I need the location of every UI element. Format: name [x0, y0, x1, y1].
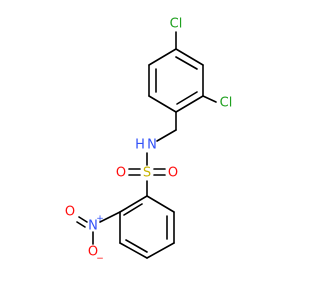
bond [99, 211, 121, 223]
bond [125, 239, 148, 253]
bond [146, 242, 175, 259]
bond [146, 195, 175, 213]
amine-hydrogen-atom: H [135, 138, 145, 153]
nitro-oxygen-charge: − [96, 254, 104, 264]
bond [175, 48, 204, 66]
bond [119, 242, 148, 259]
bond [202, 95, 217, 103]
bond [78, 216, 88, 223]
sulfur-atom: S [143, 166, 151, 181]
nitro-oxygen-bottom: O [88, 245, 98, 260]
bond [156, 129, 177, 142]
bond [148, 48, 177, 66]
sulfonyl-oxygen-left: O [116, 166, 126, 181]
chlorine-atom-top: Cl [170, 17, 183, 32]
bond [148, 95, 177, 113]
atom-labels: Cl Cl N H S O O N + O O − [65, 17, 232, 265]
bond [175, 95, 204, 113]
nitro-oxygen-left: O [65, 205, 75, 220]
molecule-structure: Cl Cl N H S O O N + O O − [65, 17, 232, 265]
nitro-nitrogen-charge: + [96, 214, 104, 224]
amine-nitrogen-atom: N [147, 138, 157, 153]
bond [76, 221, 86, 228]
nitro-nitrogen-atom: N [88, 219, 98, 234]
sulfonyl-oxygen-right: O [168, 166, 178, 181]
bond [123, 203, 143, 216]
chlorine-atom-right: Cl [220, 96, 233, 111]
bond [175, 56, 198, 70]
bond [176, 91, 198, 105]
bonds [76, 31, 217, 259]
bond [119, 195, 148, 213]
